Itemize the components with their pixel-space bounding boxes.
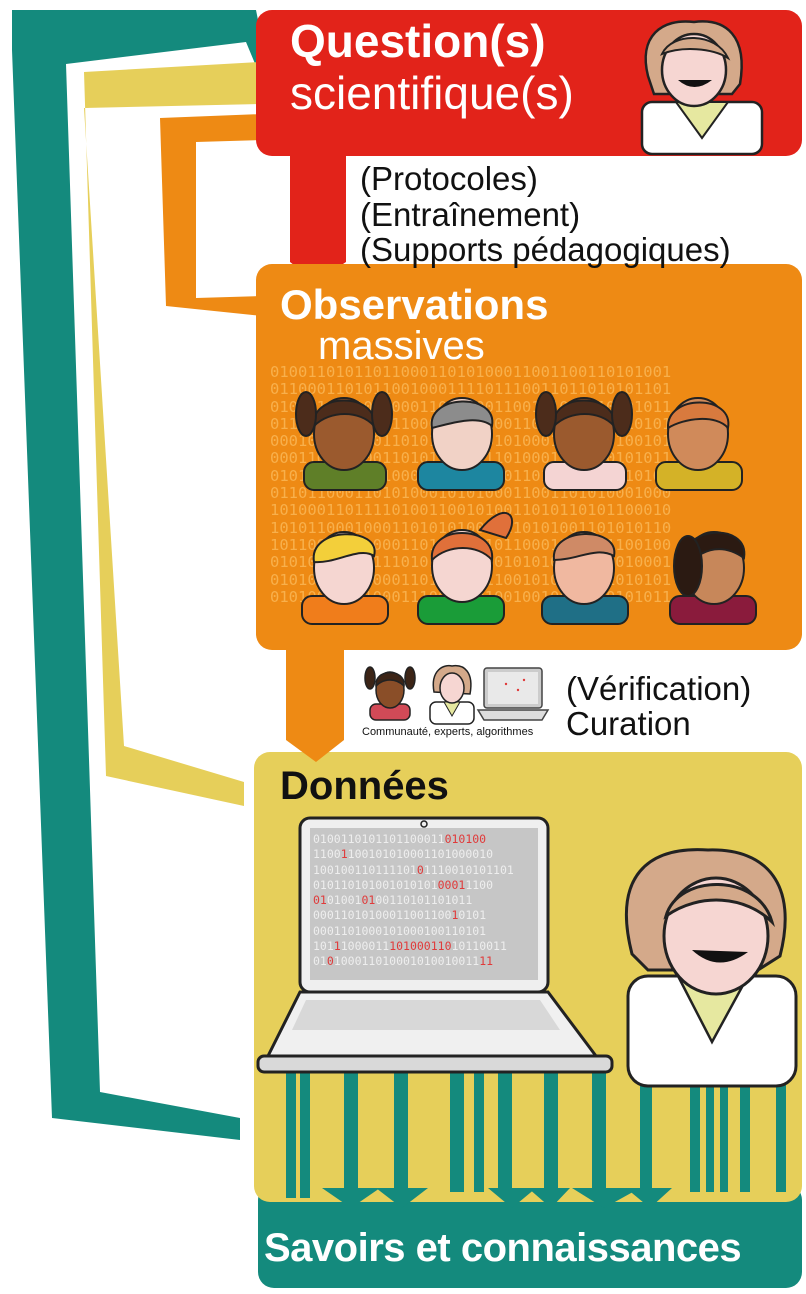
observations-box bbox=[256, 264, 802, 650]
question-title: Question(s) bbox=[290, 15, 546, 67]
observations-title: Observations bbox=[280, 281, 549, 328]
community-icon bbox=[364, 666, 416, 721]
donnees-title: Données bbox=[280, 764, 449, 808]
observations-subtitle: massives bbox=[318, 324, 485, 368]
observer-avatar-icon bbox=[535, 391, 633, 491]
laptop-binary-line: 0001101000101000100110101 bbox=[313, 923, 487, 938]
laptop-binary-line: 0100110101101100011010100 bbox=[313, 832, 487, 846]
researcher-avatar-icon bbox=[625, 848, 798, 1088]
laptop-binary-line: 0001101010001100110010101 bbox=[313, 908, 487, 923]
observations-to-donnees-arrow bbox=[286, 640, 344, 762]
observer-avatar-icon bbox=[417, 397, 505, 491]
orange-feedback-arrow bbox=[160, 114, 262, 316]
knowledge-arrows bbox=[286, 1072, 786, 1208]
observer-avatar-icon bbox=[301, 531, 389, 625]
expert-icon bbox=[429, 664, 475, 725]
question-subtitle: scientifique(s) bbox=[290, 67, 574, 119]
savoirs-title: Savoirs et connaissances bbox=[264, 1226, 742, 1270]
laptop-binary-line: 11001100101010001101000010 bbox=[313, 847, 494, 862]
savoirs-box bbox=[258, 1184, 802, 1288]
observer-avatar-icon bbox=[417, 511, 513, 625]
laptop-binary-line: 1011100001110100011010110011 bbox=[313, 939, 507, 954]
scientist-avatar-icon bbox=[640, 20, 764, 156]
protocoles-label: (Protocoles) bbox=[360, 160, 538, 197]
entrainement-label: (Entraînement) bbox=[360, 196, 581, 233]
verification-label: (Vérification) bbox=[566, 670, 752, 707]
laptop-binary-line: 01010010100110101101011 bbox=[313, 893, 473, 908]
observer-avatar-icon bbox=[541, 531, 629, 625]
observer-avatar-icon bbox=[655, 397, 743, 491]
teal-feedback-arrow bbox=[12, 10, 262, 1140]
data-laptop-icon bbox=[256, 816, 614, 1074]
observer-avatar-icon bbox=[669, 531, 757, 625]
laptop-binary-line: 10010011011110101110010101101 bbox=[313, 862, 514, 877]
algorithm-laptop-icon bbox=[476, 667, 550, 721]
supports-pedagogiques-label: (Supports pédagogiques) bbox=[360, 231, 731, 268]
laptop-binary-line: 01010001101000101001001111 bbox=[313, 954, 494, 969]
laptop-binary-line: 01011010100101010100011100 bbox=[313, 877, 494, 892]
observer-avatar-icon bbox=[295, 391, 393, 491]
question-to-observations-arrow bbox=[290, 150, 346, 282]
community-caption: Communauté, experts, algorithmes bbox=[362, 726, 534, 738]
observer-avatars bbox=[295, 391, 757, 625]
curation-label: Curation bbox=[566, 705, 691, 742]
